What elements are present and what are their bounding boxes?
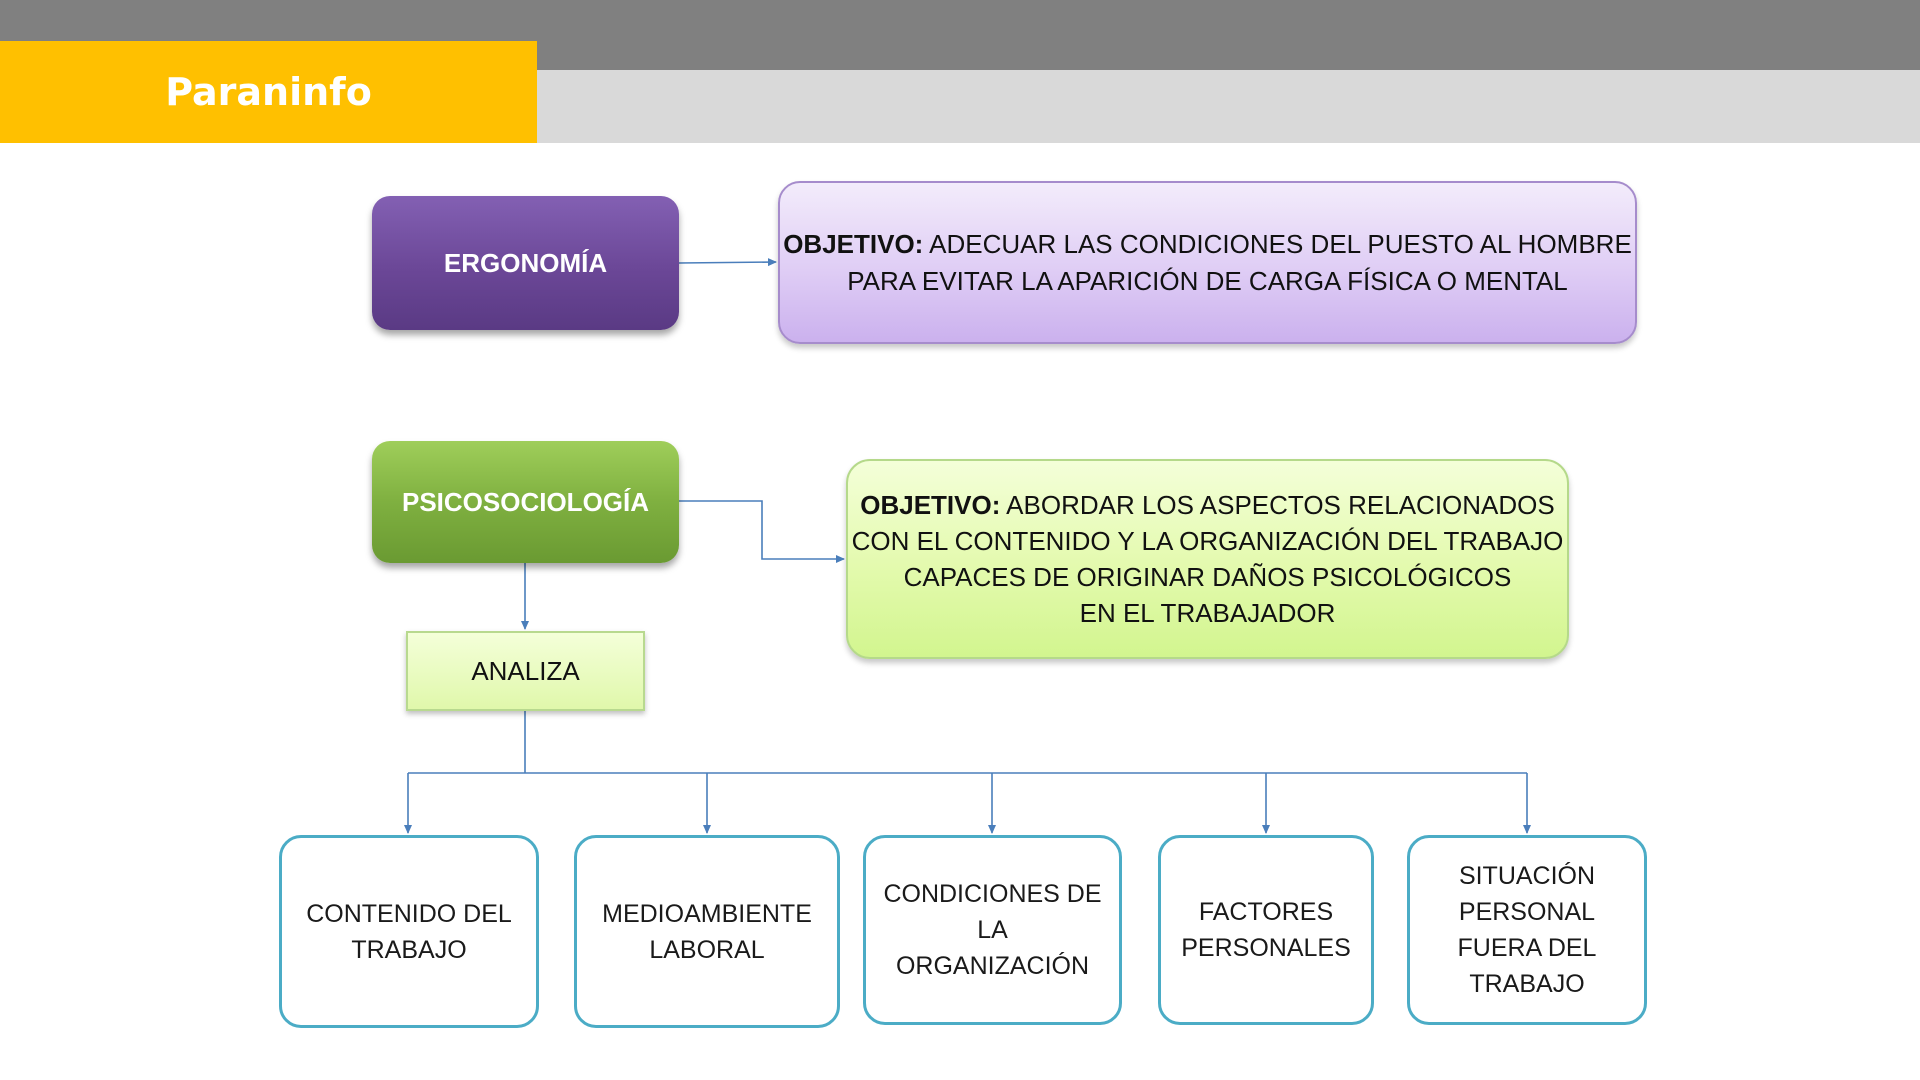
psicosociologia-node: PSICOSOCIOLOGÍA <box>372 441 679 563</box>
psicosociologia-objective-label: OBJETIVO: <box>860 490 1001 520</box>
factor-label: SITUACIÓN PERSONAL FUERA DEL TRABAJO <box>1457 862 1597 998</box>
analiza-node: ANALIZA <box>406 631 645 711</box>
factor-situacion-personal: SITUACIÓN PERSONAL FUERA DEL TRABAJO <box>1407 835 1647 1025</box>
header-subbar <box>537 70 1920 143</box>
ergonomia-objective-label: OBJETIVO: <box>783 228 924 259</box>
analiza-label: ANALIZA <box>471 655 580 686</box>
factor-label: CONDICIONES DE LA ORGANIZACIÓN <box>883 880 1102 980</box>
psicosociologia-objective-text: ABORDAR LOS ASPECTOS RELACIONADOS CON EL… <box>851 490 1564 628</box>
psicosociologia-objective: OBJETIVO: ABORDAR LOS ASPECTOS RELACIONA… <box>846 459 1569 659</box>
factor-condiciones-organizacion: CONDICIONES DE LA ORGANIZACIÓN <box>863 835 1122 1025</box>
factor-factores-personales: FACTORES PERSONALES <box>1158 835 1374 1025</box>
factor-label: CONTENIDO DEL TRABAJO <box>306 899 512 964</box>
factor-label: FACTORES PERSONALES <box>1181 898 1351 962</box>
factor-medioambiente-laboral: MEDIOAMBIENTE LABORAL <box>574 835 840 1028</box>
psicosociologia-label: PSICOSOCIOLOGÍA <box>401 486 650 517</box>
ergonomia-objective-text: ADECUAR LAS CONDICIONES DEL PUESTO AL HO… <box>847 228 1632 296</box>
ergonomia-objective: OBJETIVO: ADECUAR LAS CONDICIONES DEL PU… <box>778 181 1637 344</box>
ergonomia-label: ERGONOMÍA <box>443 247 608 278</box>
connector-psico-objective <box>679 500 845 563</box>
connector-ergonomia-objective <box>678 258 777 267</box>
ergonomia-node: ERGONOMÍA <box>372 196 679 330</box>
factor-contenido-trabajo: CONTENIDO DEL TRABAJO <box>279 835 539 1028</box>
brand-logo: Paraninfo <box>0 41 537 143</box>
factor-label: MEDIOAMBIENTE LABORAL <box>602 899 812 964</box>
